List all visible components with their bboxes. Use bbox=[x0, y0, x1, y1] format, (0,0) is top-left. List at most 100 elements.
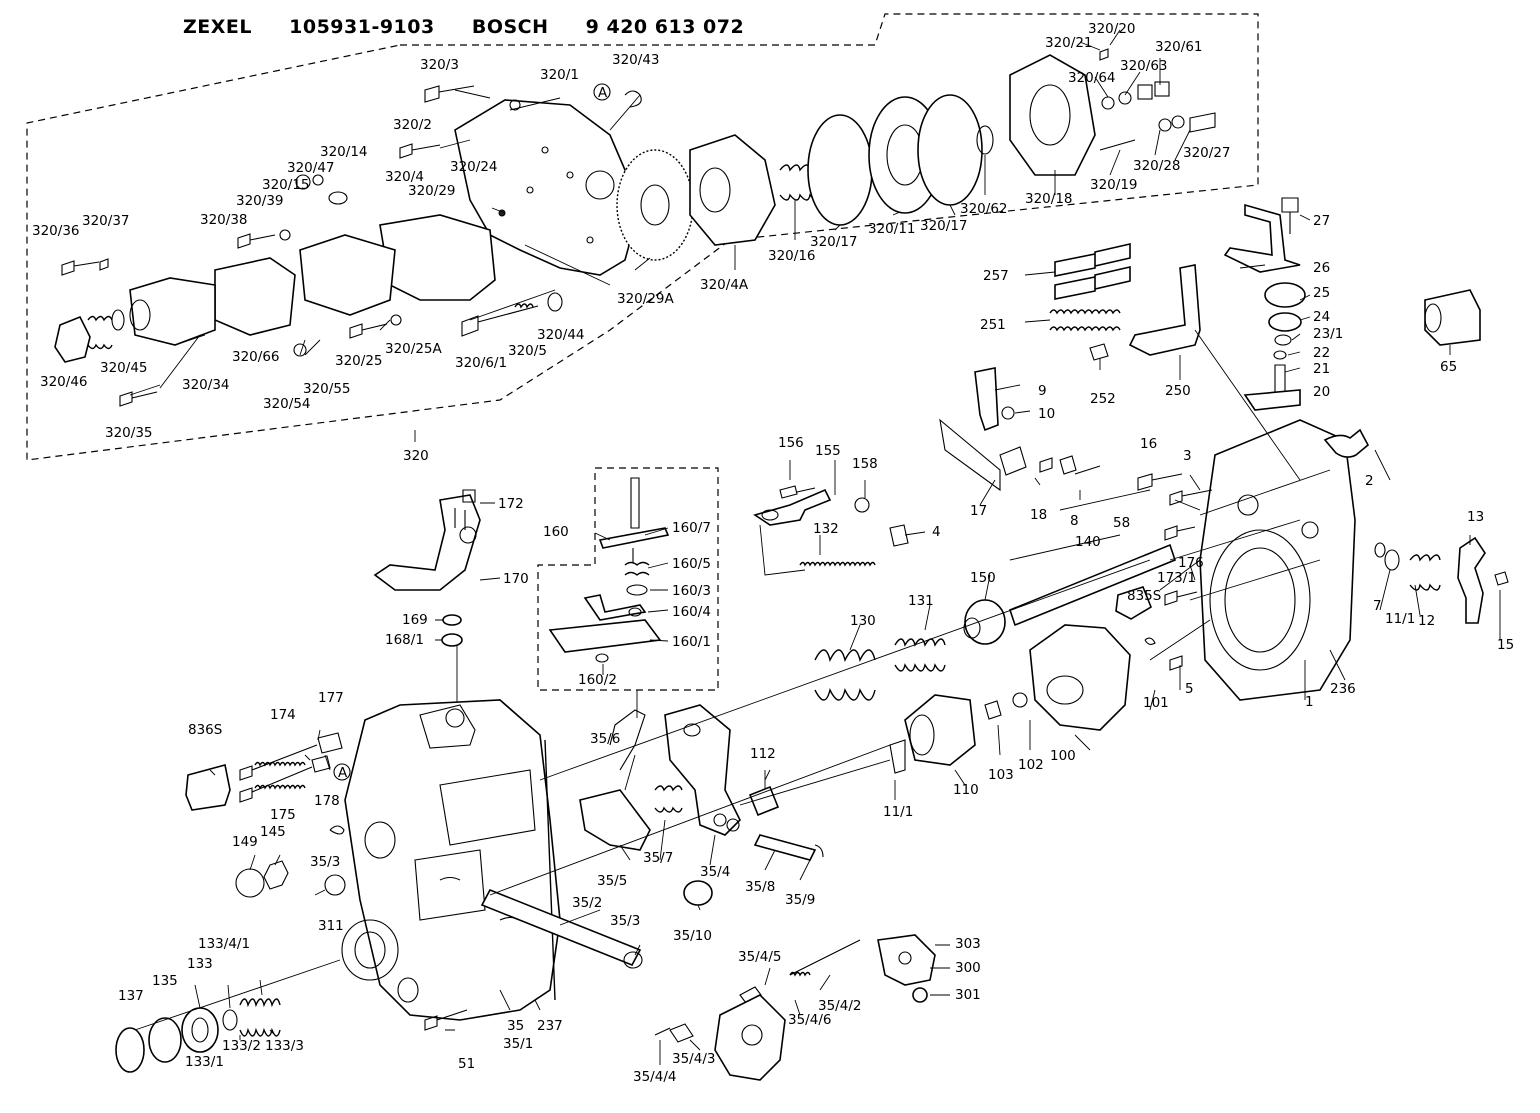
label-320-61: 320/61 bbox=[1155, 39, 1203, 55]
axis-lines bbox=[489, 559, 1151, 896]
label-320-17a: 320/17 bbox=[810, 234, 858, 250]
label-320-25a: 320/25A bbox=[385, 341, 442, 357]
label-149: 149 bbox=[232, 834, 258, 850]
plug-320-46 bbox=[54, 315, 91, 363]
label-22: 22 bbox=[1313, 345, 1330, 361]
label-178: 178 bbox=[314, 793, 340, 809]
label-10: 10 bbox=[1038, 406, 1055, 422]
label-250: 250 bbox=[1165, 383, 1191, 399]
label-320-62: 320/62 bbox=[960, 201, 1008, 217]
label-132: 132 bbox=[813, 521, 839, 537]
ref-circle-a2 bbox=[333, 763, 351, 781]
sleeve-110 bbox=[904, 694, 976, 766]
label-320-20: 320/20 bbox=[1088, 21, 1136, 37]
group-160-parts bbox=[548, 477, 670, 718]
label-160-7: 160/7 bbox=[672, 520, 711, 536]
label-15: 15 bbox=[1497, 637, 1514, 653]
label-4: 4 bbox=[932, 524, 941, 540]
label-835s: 835S bbox=[1127, 588, 1161, 604]
label-175: 175 bbox=[270, 807, 296, 823]
cap-836s bbox=[185, 764, 231, 811]
label-65: 65 bbox=[1440, 359, 1457, 375]
label-131: 131 bbox=[908, 593, 934, 609]
group-160-boundary bbox=[537, 467, 719, 691]
label-133-1: 133/1 bbox=[185, 1054, 224, 1070]
label-320-54: 320/54 bbox=[263, 396, 311, 412]
label-133: 133 bbox=[187, 956, 213, 972]
label-35-10: 35/10 bbox=[673, 928, 712, 944]
sleeve-65 bbox=[1424, 289, 1481, 346]
label-320-29: 320/29 bbox=[408, 183, 456, 199]
label-35-6: 35/6 bbox=[590, 731, 620, 747]
label-300: 300 bbox=[955, 960, 981, 976]
label-320-27: 320/27 bbox=[1183, 145, 1231, 161]
flyweight-13 bbox=[1457, 536, 1486, 624]
label-160: 160 bbox=[543, 524, 569, 540]
label-320-47: 320/47 bbox=[287, 160, 335, 176]
label-320-36: 320/36 bbox=[32, 223, 80, 239]
lever-assembly-170 bbox=[373, 489, 501, 710]
label-133-4-1: 133/4/1 bbox=[198, 936, 250, 952]
label-23-1: 23/1 bbox=[1313, 326, 1343, 342]
label-110: 110 bbox=[953, 782, 979, 798]
pump-housing-right bbox=[764, 329, 1509, 800]
diaphragm-cover bbox=[1009, 54, 1096, 176]
brand-bosch: BOSCH bbox=[471, 16, 549, 38]
disc-320-17b bbox=[917, 94, 983, 206]
label-9: 9 bbox=[1038, 383, 1047, 399]
label-320-28: 320/28 bbox=[1133, 158, 1181, 174]
label-320-63: 320/63 bbox=[1120, 58, 1168, 74]
label-100: 100 bbox=[1050, 748, 1076, 764]
label-130: 130 bbox=[850, 613, 876, 629]
cap-320-34 bbox=[129, 277, 216, 346]
label-160-4: 160/4 bbox=[672, 604, 711, 620]
label-301: 301 bbox=[955, 987, 981, 1003]
label-35-9: 35/9 bbox=[785, 892, 815, 908]
diaphragm-housing bbox=[689, 134, 776, 246]
label-160-3: 160/3 bbox=[672, 583, 711, 599]
lever-assembly-35 bbox=[579, 704, 824, 911]
label-51: 51 bbox=[458, 1056, 475, 1072]
brand-zexel: ZEXEL bbox=[183, 16, 252, 38]
label-27: 27 bbox=[1313, 213, 1330, 229]
label-237: 237 bbox=[537, 1018, 563, 1034]
label-320-6-1: 320/6/1 bbox=[455, 355, 507, 371]
label-320-55: 320/55 bbox=[303, 381, 351, 397]
label-320-66: 320/66 bbox=[232, 349, 280, 365]
sleeve-320-66 bbox=[214, 257, 296, 336]
spring-130 bbox=[814, 649, 876, 701]
label-12: 12 bbox=[1418, 613, 1435, 629]
label-133-3: 133/3 bbox=[265, 1038, 304, 1054]
label-177: 177 bbox=[318, 690, 344, 706]
label-168-1: 168/1 bbox=[385, 632, 424, 648]
label-160-2: 160/2 bbox=[578, 672, 617, 688]
label-320-4a: 320/4A bbox=[700, 277, 749, 293]
label-13: 13 bbox=[1467, 509, 1484, 525]
label-35-4-4: 35/4/4 bbox=[633, 1069, 676, 1085]
label-35-4: 35/4 bbox=[700, 864, 730, 880]
label-320-18: 320/18 bbox=[1025, 191, 1073, 207]
label-176: 176 bbox=[1178, 555, 1204, 571]
label-18: 18 bbox=[1030, 507, 1047, 523]
label-311: 311 bbox=[318, 918, 344, 934]
label-156: 156 bbox=[778, 435, 804, 451]
group-320-boundary bbox=[26, 13, 1259, 461]
label-320-46: 320/46 bbox=[40, 374, 88, 390]
label-173-1: 173/1 bbox=[1157, 570, 1196, 586]
label-35-5: 35/5 bbox=[597, 873, 627, 889]
label-35-4-6: 35/4/6 bbox=[788, 1012, 831, 1028]
label-24: 24 bbox=[1313, 309, 1330, 325]
label-158: 158 bbox=[852, 456, 878, 472]
label-320-2: 320/2 bbox=[393, 117, 432, 133]
label-5: 5 bbox=[1185, 681, 1194, 697]
cap-25 bbox=[1264, 282, 1306, 308]
label-150: 150 bbox=[970, 570, 996, 586]
shaft-140 bbox=[1009, 543, 1176, 627]
label-11-1a: 11/1 bbox=[1385, 611, 1415, 627]
plate-160-1 bbox=[548, 619, 662, 653]
label-320-29a: 320/29A bbox=[617, 291, 674, 307]
label-35-7: 35/7 bbox=[643, 850, 673, 866]
governor-housing-35 bbox=[115, 699, 643, 1073]
label-17: 17 bbox=[970, 503, 987, 519]
